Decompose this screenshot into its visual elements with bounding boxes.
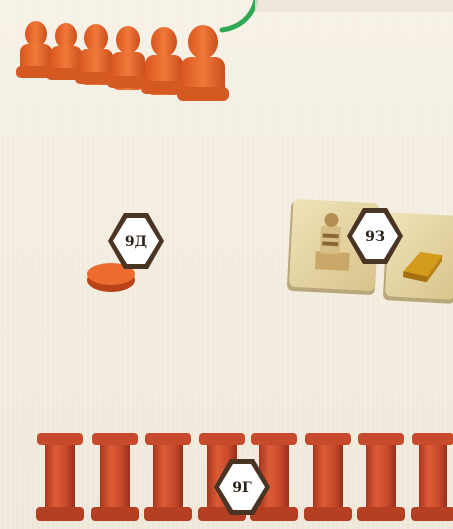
column-icon xyxy=(91,433,139,521)
column-icon xyxy=(304,433,352,521)
column-icon xyxy=(357,433,405,521)
board-edge-strip xyxy=(255,0,453,12)
marker-label: 9Д xyxy=(125,234,147,250)
column-icon xyxy=(36,433,84,521)
green-path-line xyxy=(222,0,256,30)
worker-figure-icon xyxy=(75,24,117,85)
worker-figure-icon xyxy=(177,25,229,101)
worker-figures-group[interactable] xyxy=(16,21,229,101)
worker-figure-icon xyxy=(141,27,187,95)
worker-figure-icon xyxy=(107,26,149,90)
column-icon xyxy=(144,433,192,521)
column-icon xyxy=(411,433,453,521)
marker-label: 9З xyxy=(365,229,385,245)
marker-label: 9Г xyxy=(232,480,252,496)
marker-9d[interactable]: 9Д xyxy=(108,213,164,269)
